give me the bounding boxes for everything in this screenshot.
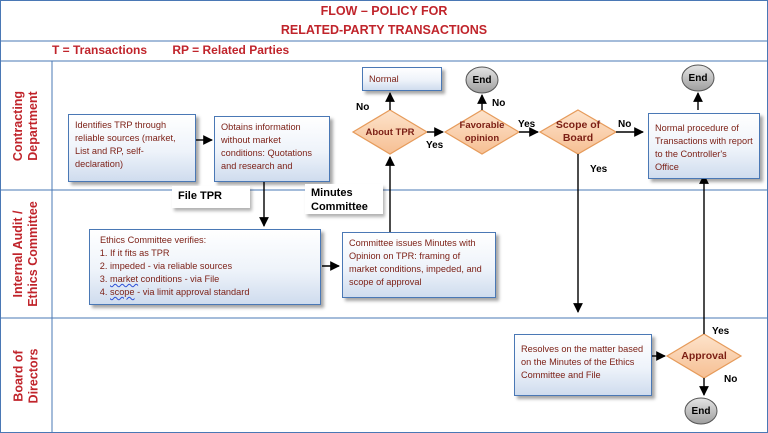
ethics-item-4: scope - via limit approval standard xyxy=(110,286,314,299)
box-resolves-on-matter: Resolves on the matter based on the Minu… xyxy=(514,334,652,396)
box-ethics-committee-verifies: Ethics Committee verifies: If it fits as… xyxy=(89,229,321,305)
page-title-line-1: FLOW – POLICY FOR xyxy=(320,4,448,18)
page-title-line-2: RELATED-PARTY TRANSACTIONS xyxy=(280,23,488,37)
legend: T = Transactions RP = Related Parties xyxy=(52,43,289,57)
label-no-favorable: No xyxy=(492,98,506,109)
end-terminal-3-label: End xyxy=(691,405,711,417)
label-yes-approval: Yes xyxy=(712,326,730,337)
legend-transactions: T = Transactions xyxy=(52,43,148,57)
box-identifies-trp: Identifies TRP through reliable sources … xyxy=(68,114,196,182)
box-normal: Normal xyxy=(362,67,442,91)
label-no-scope: No xyxy=(618,119,632,130)
label-no-approval: No xyxy=(724,374,738,385)
ethics-item-3: market conditions - via File xyxy=(110,273,314,286)
label-yes-scope: Yes xyxy=(590,164,608,175)
label-yes-favorable: Yes xyxy=(518,119,536,130)
end-terminal-2-label: End xyxy=(688,72,708,84)
decision-favorable-opinion xyxy=(443,109,521,155)
label-no-about-tpr: No xyxy=(356,102,370,113)
ethics-item-1: If it fits as TPR xyxy=(110,247,314,260)
box-obtains-information: Obtains information without market condi… xyxy=(214,116,330,182)
end-terminal-1-label: End xyxy=(472,74,492,86)
legend-related-parties: RP = Related Parties xyxy=(172,43,290,57)
decision-about-tpr-label: About TPR xyxy=(365,126,415,138)
tag-file-tpr: File TPR xyxy=(172,186,250,208)
box-committee-issues-minutes: Committee issues Minutes with Opinion on… xyxy=(342,232,496,298)
decision-about-tpr xyxy=(351,109,429,155)
end-terminal-3 xyxy=(684,397,718,425)
ethics-item-2: impeded - via reliable sources xyxy=(110,260,314,273)
ethics-intro: Ethics Committee verifies: xyxy=(100,235,207,245)
end-terminal-1 xyxy=(465,66,499,94)
box-normal-procedure: Normal procedure of Transactions with re… xyxy=(648,113,760,179)
end-terminal-2 xyxy=(681,64,715,92)
label-yes-about-tpr: Yes xyxy=(426,140,444,151)
lane-label-audit: Internal Audit /Ethics Committee xyxy=(11,201,40,307)
decision-approval-label: Approval xyxy=(681,349,727,362)
